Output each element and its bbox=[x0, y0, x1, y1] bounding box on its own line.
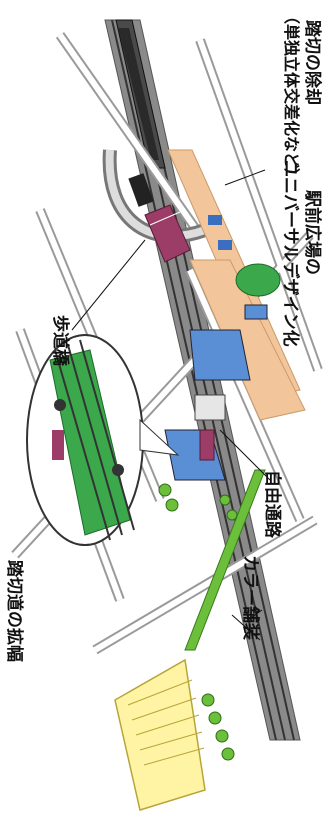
free-passage-label: 自由通路 bbox=[261, 470, 282, 538]
elevated-overpass bbox=[102, 149, 208, 244]
crossing-removal-label: 踏切の除却 bbox=[301, 20, 322, 105]
color-paving-label: カラー舗装 bbox=[239, 555, 260, 640]
train bbox=[115, 19, 166, 169]
station-building bbox=[164, 329, 251, 481]
colored-paving-strip bbox=[184, 469, 266, 651]
footbridge-label: 歩道橋 bbox=[49, 315, 70, 366]
trees bbox=[158, 483, 238, 761]
leader-lines bbox=[71, 169, 271, 641]
footbridge-structure bbox=[144, 204, 191, 263]
crossing-widening-inset bbox=[26, 334, 180, 546]
station-plaza-label-line1: 駅前広場の bbox=[301, 190, 322, 275]
yellow-building bbox=[114, 658, 206, 811]
station-plaza bbox=[208, 215, 281, 320]
station-plaza-label-line2: ユニバーサルデザイン化 bbox=[279, 160, 300, 347]
crossing-widening-label: 踏切道の拡幅 bbox=[3, 560, 24, 662]
crossing-removal-detail-label: （単独立体交差化など） bbox=[281, 8, 301, 185]
